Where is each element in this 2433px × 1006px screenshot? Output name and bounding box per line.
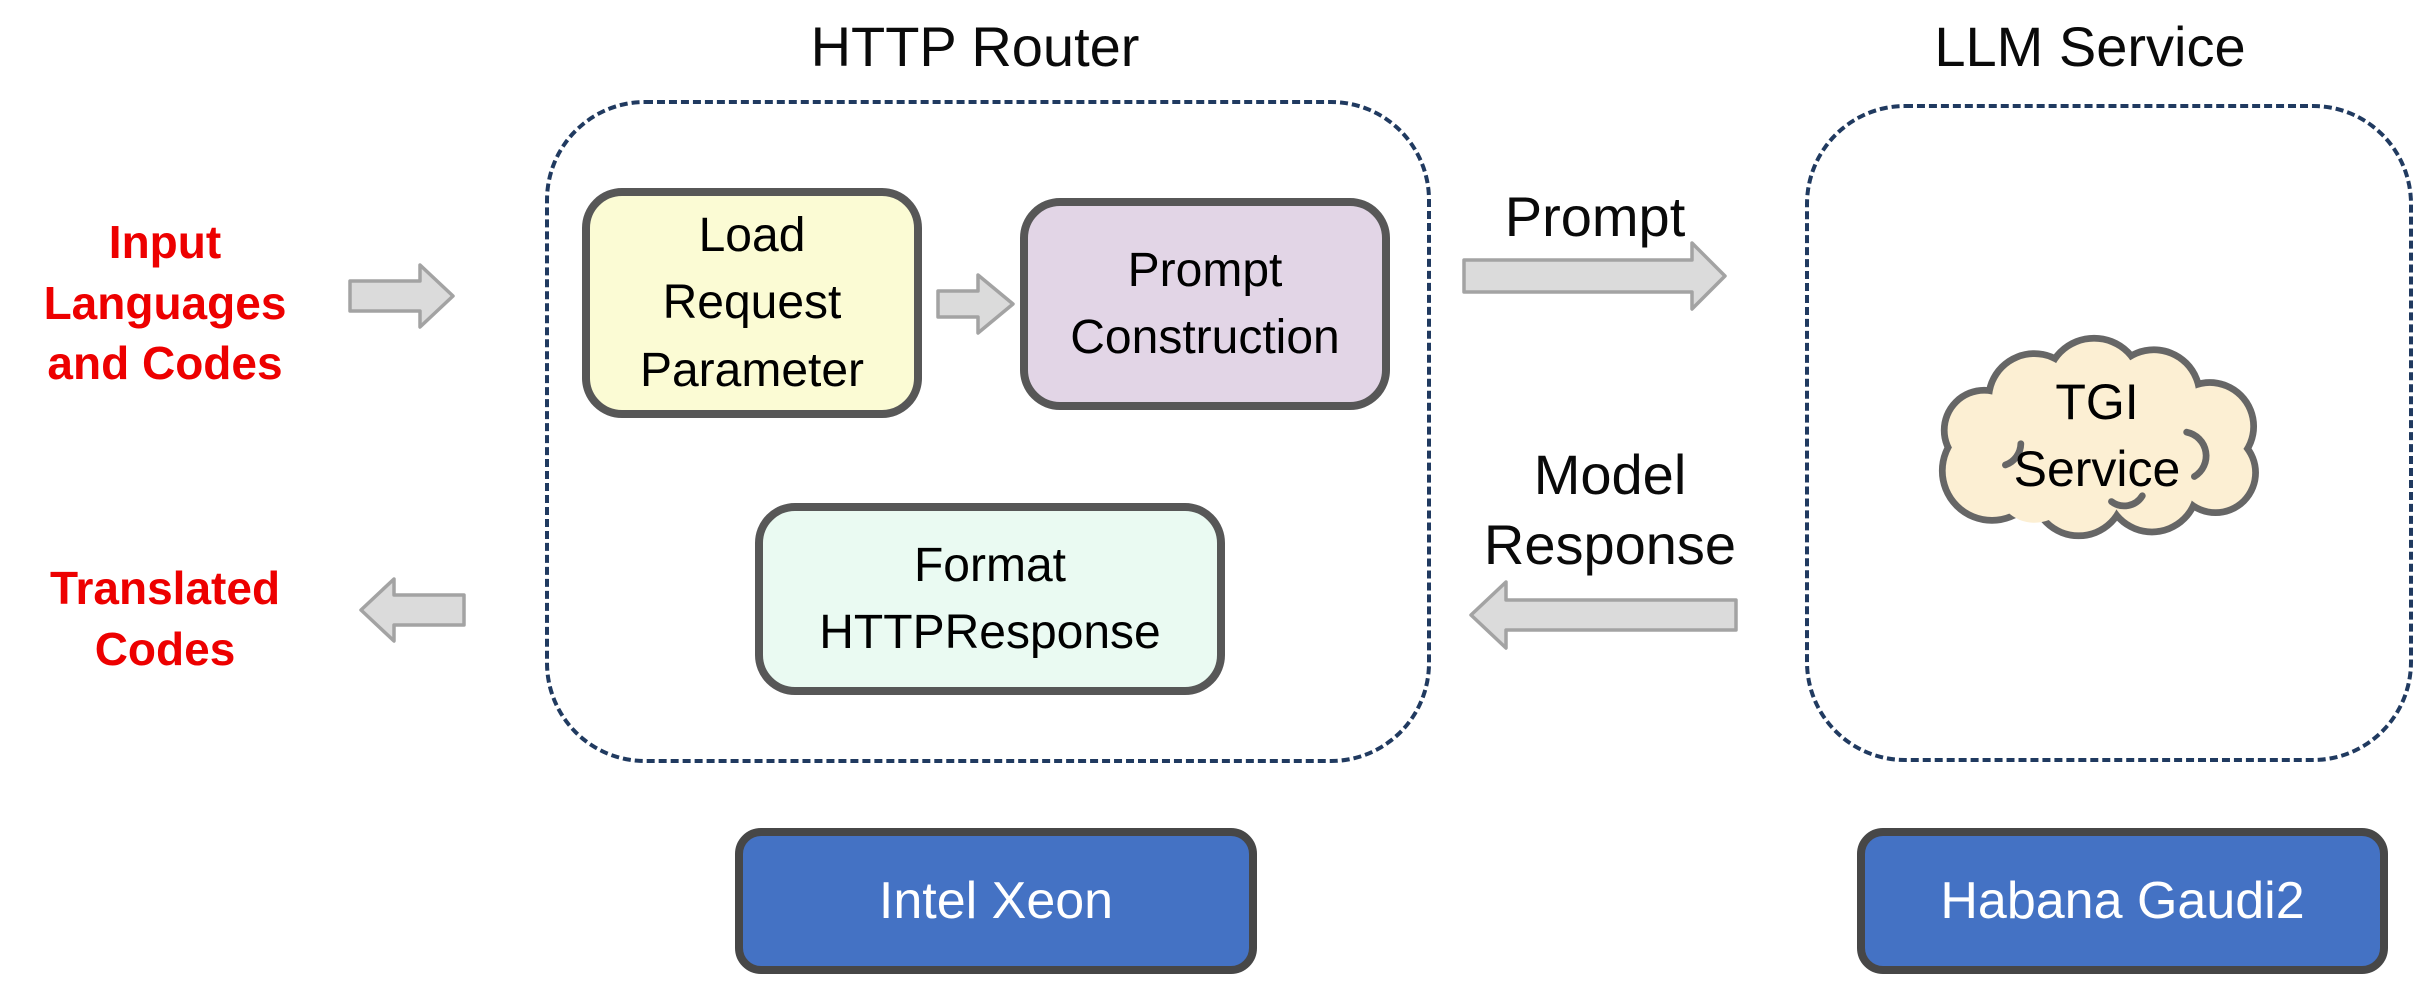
prompt-construction-box: Prompt Construction <box>1020 198 1390 410</box>
prompt-arrow-icon <box>1462 241 1727 311</box>
input-languages-label: Input Languages and Codes <box>43 216 287 390</box>
habana-gaudi2-box: Habana Gaudi2 <box>1857 828 2388 974</box>
translated-codes-label: Translated Codes <box>49 562 281 675</box>
model-response-flow-label: Model Response <box>1483 443 1737 576</box>
prompt-flow-label: Prompt <box>1504 185 1686 248</box>
llm-service-title: LLM Service <box>1934 15 2246 78</box>
translated-flow-arrow-icon <box>359 577 466 643</box>
model-response-arrow-icon <box>1469 580 1738 650</box>
http-router-title: HTTP Router <box>810 15 1140 78</box>
llm-service-container <box>1805 104 2413 762</box>
load-request-parameter-box: Load Request Parameter <box>582 188 922 418</box>
http-router-container <box>545 100 1431 763</box>
input-flow-arrow-icon <box>348 263 455 329</box>
intel-xeon-box: Intel Xeon <box>735 828 1257 974</box>
tgi-service-cloud-icon <box>1938 334 2259 540</box>
router-connector-arrow-icon <box>936 273 1015 335</box>
format-httpresponse-box: Format HTTPResponse <box>755 503 1225 695</box>
